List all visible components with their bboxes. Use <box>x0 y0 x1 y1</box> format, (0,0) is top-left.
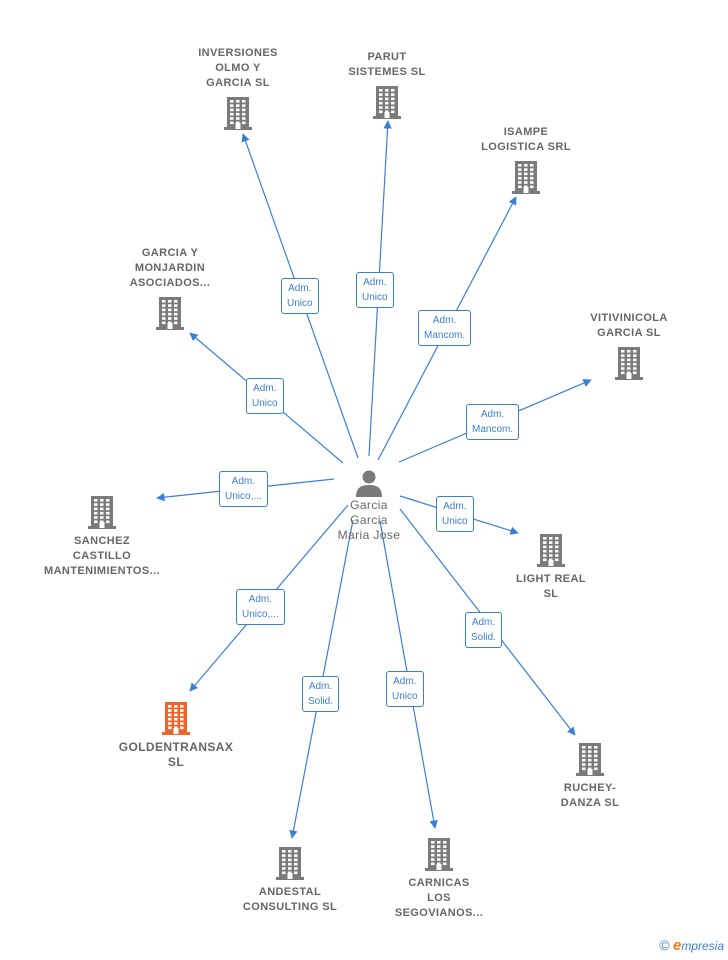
building-icon <box>425 838 453 871</box>
edge-role-label[interactable]: Adm.Unico <box>281 278 319 314</box>
building-icon <box>512 161 540 194</box>
brand-logo-text: mpresia <box>681 939 724 953</box>
brand-footer: © empresia <box>659 937 724 954</box>
building-icon <box>276 847 304 880</box>
building-icon <box>373 86 401 119</box>
edge-role-label[interactable]: Adm.Mancom. <box>466 404 520 440</box>
edge-role-label[interactable]: Adm.Unico <box>386 671 424 707</box>
building-icon <box>576 743 604 776</box>
building-icon <box>156 297 184 330</box>
brand-logo-initial: e <box>672 937 682 954</box>
edge-role-label[interactable]: Adm.Unico <box>356 272 394 308</box>
edge-role-label[interactable]: Adm.Mancom. <box>418 310 472 346</box>
edge-role-label[interactable]: Adm.Unico <box>436 496 474 532</box>
center-person-name: Garcia Garcia Maria Jose <box>337 498 401 542</box>
edge-role-label[interactable]: Adm.Unico,... <box>219 471 268 507</box>
edge-role-label[interactable]: Adm.Solid. <box>465 612 503 648</box>
person-icon <box>356 470 382 497</box>
building-icon <box>615 347 643 380</box>
company-node-ruchey-danza[interactable]: RUCHEY-DANZA SL <box>510 741 670 811</box>
edge-role-label[interactable]: Adm.Unico <box>246 378 284 414</box>
edge-role-label[interactable]: Adm.Unico,... <box>236 589 285 625</box>
company-name: RUCHEY-DANZA SL <box>560 782 620 809</box>
copyright-icon: © <box>659 937 670 953</box>
building-icon <box>162 702 190 735</box>
building-icon <box>88 496 116 529</box>
building-icon <box>537 534 565 567</box>
edge-role-label[interactable]: Adm.Solid. <box>302 676 340 712</box>
building-icon <box>224 97 252 130</box>
center-person-node[interactable]: Garcia Garcia Maria Jose <box>329 468 409 543</box>
